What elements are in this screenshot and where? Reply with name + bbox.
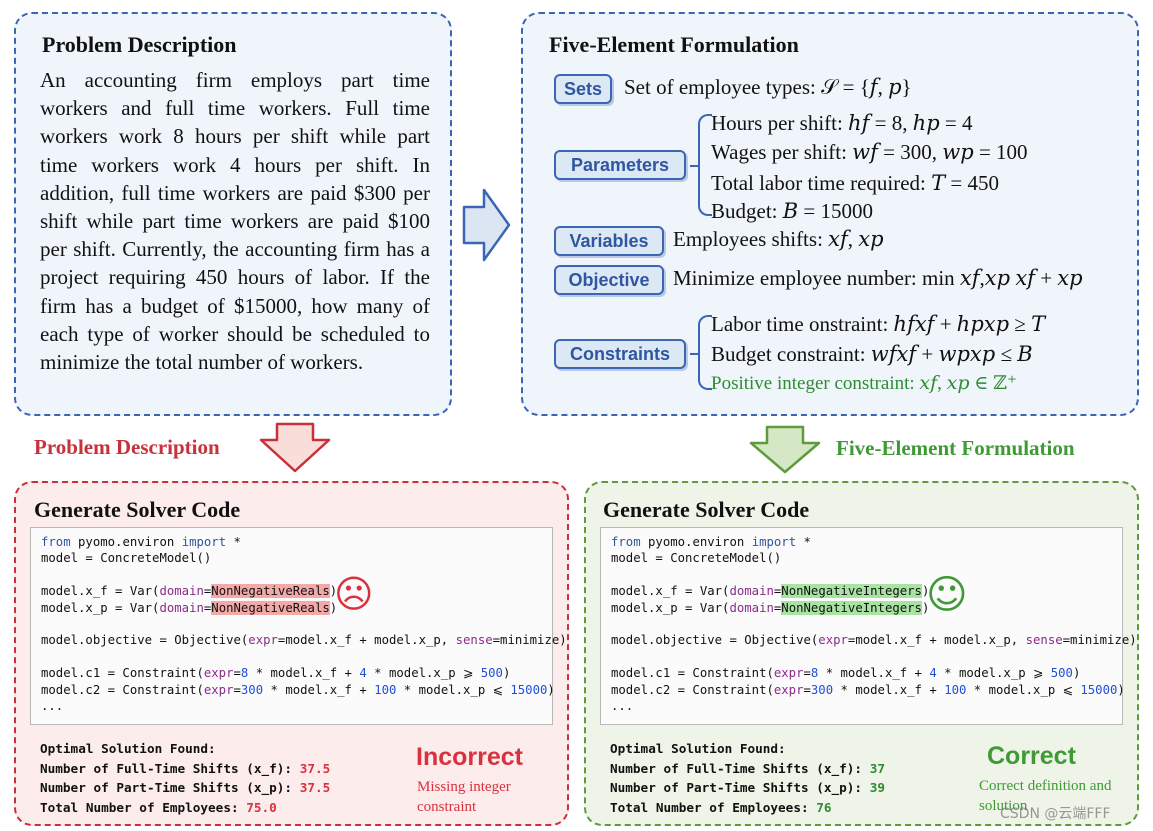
problem-description-panel: Problem Description An accounting firm e… bbox=[14, 12, 452, 416]
param-line-budget: Budget: 𝐵 = 15000 bbox=[711, 199, 874, 223]
variables-line: Employees shifts: 𝑥𝑓, 𝑥𝑝 bbox=[673, 227, 884, 251]
left-arrow-label: Problem Description bbox=[34, 435, 220, 459]
variables-tag: Variables bbox=[554, 226, 664, 256]
right-arrow-label: Five-Element Formulation bbox=[836, 436, 1075, 460]
happy-face-icon: ☺ bbox=[926, 572, 968, 618]
sets-tag: Sets bbox=[554, 74, 612, 104]
problem-description-title: Problem Description bbox=[42, 32, 237, 57]
five-element-panel: Five-Element Formulation Sets Set of emp… bbox=[521, 12, 1139, 416]
parameters-tag: Parameters bbox=[554, 150, 686, 180]
param-line-wages: Wages per shift: 𝑤𝑓 = 300, 𝑤𝑝 = 100 bbox=[711, 140, 1028, 164]
down-arrow-green-icon bbox=[749, 425, 821, 474]
correct-solver-panel: Generate Solver Code from pyomo.environ … bbox=[584, 481, 1139, 826]
left-domain-highlight: NonNegativeReals bbox=[211, 584, 330, 599]
constraints-tag: Constraints bbox=[554, 339, 686, 369]
right-output: Optimal Solution Found:Number of Full-Ti… bbox=[610, 741, 885, 815]
right-domain-highlight: NonNegativeIntegers bbox=[781, 584, 922, 599]
right-solver-title: Generate Solver Code bbox=[603, 497, 810, 522]
sets-line: Set of employee types: 𝒮 = {𝑓, 𝑝} bbox=[624, 75, 912, 99]
parameters-brace bbox=[690, 114, 712, 216]
param-line-labor: Total labor time required: 𝑇 = 450 bbox=[711, 171, 999, 195]
watermark: CSDN @云端FFF bbox=[1000, 806, 1111, 822]
right-arrow-icon bbox=[462, 188, 511, 262]
left-code-block: from pyomo.environ import *model = Concr… bbox=[30, 527, 567, 725]
objective-tag: Objective bbox=[554, 265, 664, 295]
constraint-line-budget: Budget constraint: 𝑤𝑓𝑥𝑓 + 𝑤𝑝𝑥𝑝 ≤ 𝐵 bbox=[711, 342, 1033, 366]
constraint-line-integer: Positive integer constraint: 𝑥𝑓, 𝑥𝑝 ∈ ℤ⁺ bbox=[711, 373, 1018, 394]
correct-note: Correct definition and solution bbox=[979, 778, 1112, 814]
left-solver-title: Generate Solver Code bbox=[34, 497, 241, 522]
incorrect-verdict: Incorrect bbox=[416, 743, 523, 771]
right-code-block: from pyomo.environ import *model = Concr… bbox=[600, 527, 1137, 725]
sad-face-icon: ☹ bbox=[334, 572, 374, 616]
incorrect-solver-panel: Generate Solver Code from pyomo.environ … bbox=[14, 481, 569, 826]
constraint-line-labor: Labor time onstraint: ℎ𝑓𝑥𝑓 + ℎ𝑝𝑥𝑝 ≥ 𝑇 bbox=[711, 312, 1046, 336]
objective-line: Minimize employee number: min 𝑥𝑓,𝑥𝑝 𝑥𝑓 +… bbox=[673, 266, 1083, 290]
down-arrow-red-icon bbox=[259, 422, 331, 473]
constraints-brace bbox=[690, 315, 712, 390]
problem-description-text: An accounting firm employs part time wor… bbox=[40, 68, 430, 375]
left-output: Optimal Solution Found:Number of Full-Ti… bbox=[40, 741, 331, 815]
five-element-title: Five-Element Formulation bbox=[549, 32, 799, 57]
correct-verdict: Correct bbox=[987, 742, 1076, 770]
param-line-hours: Hours per shift: ℎ𝑓 = 8, ℎ𝑝 = 4 bbox=[711, 111, 973, 135]
incorrect-note: Missing integer constraint bbox=[417, 779, 511, 815]
